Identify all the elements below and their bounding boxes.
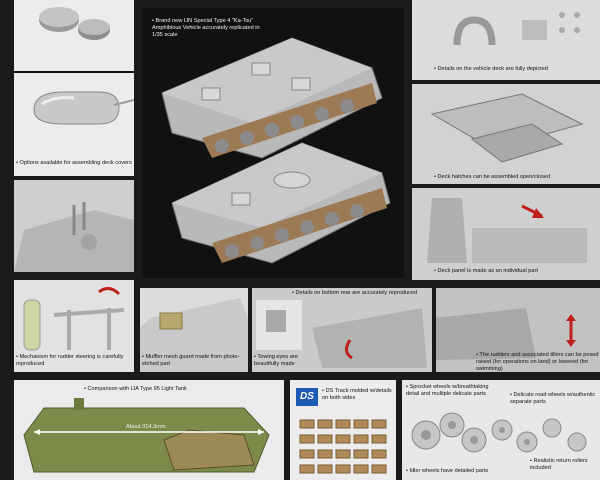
hatch-illustration — [412, 84, 600, 184]
caption-hatches: Deck hatches can be assembled open/close… — [434, 174, 594, 181]
panel-left-detail — [14, 180, 134, 272]
comparison-illustration — [14, 380, 284, 480]
caption-road-wheels: Delicate road wheels w/authentic separat… — [510, 392, 598, 406]
vehicle-models-illustration — [161, 37, 391, 264]
caption-sprocket: Sprocket wheels w/breathtaking detail an… — [406, 384, 498, 398]
caption-idler: Idler wheels have detailed parts — [406, 468, 516, 475]
panel-ds-track: DS DS Track molded w/details on both sid… — [290, 380, 396, 480]
panel-muffler: Muffler mesh guard made from photo-etche… — [140, 288, 248, 372]
panel-rudder-mechanism: Mechanism for rudder steering is careful… — [14, 280, 134, 372]
caption-rudders-tillers: The rudders and associated tillers can b… — [476, 352, 600, 372]
caption-muffler: Muffler mesh guard made from photo-etche… — [142, 354, 246, 368]
caption-deck-details: Details on the vehicle deck are fully de… — [434, 66, 594, 73]
caption-comparison: Comparison with IJA Type 95 Light Tank — [84, 386, 234, 393]
caption-towing-eyes: Towing eyes are beautifully made — [254, 354, 314, 368]
deck-cover-parts-illustration — [14, 7, 134, 125]
panel-main-vehicles: Brand new IJN Special Type 4 "Ka-Tsu" Am… — [142, 8, 404, 278]
panel-comparison: Comparison with IJA Type 95 Light Tank A… — [14, 380, 284, 480]
caption-ds-track: DS Track molded w/details on both sides — [322, 388, 394, 402]
panel-bottom-rear: Details on bottom rear are accurately re… — [252, 288, 432, 372]
hull-detail-illustration — [14, 180, 134, 272]
panel-rudders-tillers: The rudders and associated tillers can b… — [436, 288, 600, 372]
panel-wheels: Sprocket wheels w/breathtaking detail an… — [402, 380, 600, 480]
track-links-illustration — [299, 419, 387, 474]
caption-main: Brand new IJN Special Type 4 "Ka-Tsu" Am… — [152, 18, 262, 38]
panel-deck-covers: Options available for assembling deck co… — [14, 0, 134, 176]
caption-bottom-rear: Details on bottom rear are accurately re… — [292, 290, 432, 297]
caption-deck-panel: Deck panel is made as an individual part — [434, 268, 594, 275]
caption-length: About 314.3mm — [126, 424, 166, 430]
deck-panel-illustration — [412, 188, 600, 280]
panel-deck-panel: Deck panel is made as an individual part — [412, 188, 600, 280]
panel-deck-details: Details on the vehicle deck are fully de… — [412, 0, 600, 80]
ds-logo: DS — [296, 388, 318, 406]
caption-return-rollers: Realistic return rollers included — [530, 458, 598, 472]
caption-rudder-mechanism: Mechanism for rudder steering is careful… — [16, 354, 132, 368]
caption-deck-covers: Options available for assembling deck co… — [16, 160, 134, 167]
panel-hatches: Deck hatches can be assembled open/close… — [412, 84, 600, 184]
